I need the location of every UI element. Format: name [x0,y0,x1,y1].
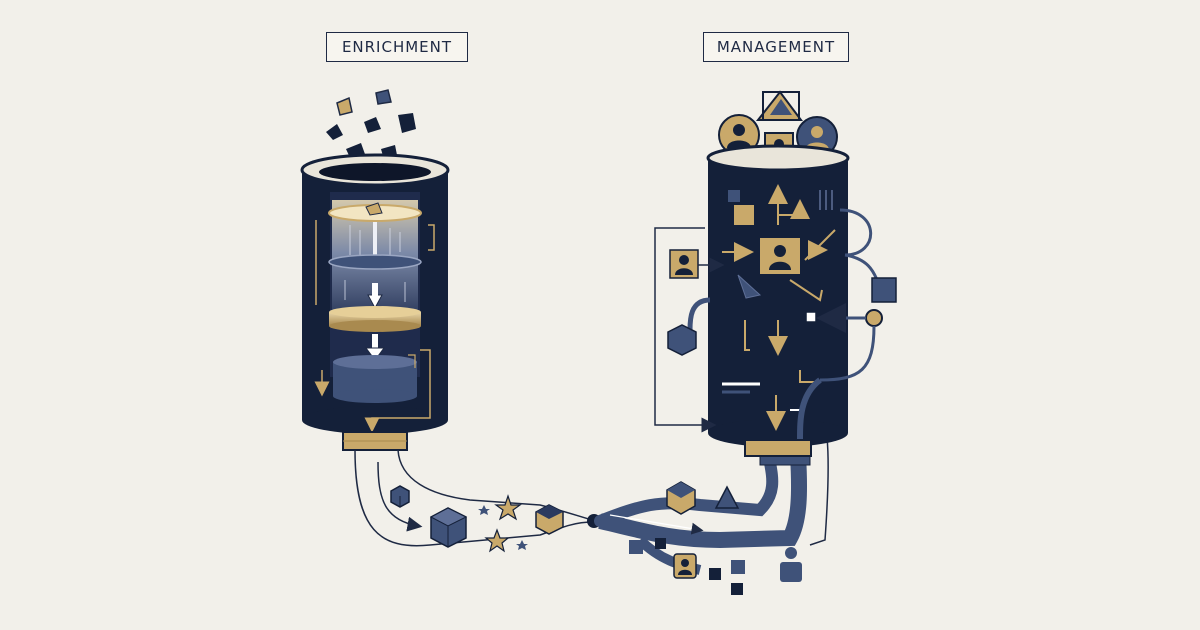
return-arrow-icon [654,227,717,433]
enrichment-label: ENRICHMENT [326,32,468,62]
star-icon [494,494,522,521]
management-cylinder [654,90,897,457]
input-stream [594,399,829,595]
person-icon [760,238,800,274]
output-pipe [354,449,593,553]
star-icon [516,540,528,550]
square-token [731,560,745,574]
falling-shards-icon [326,89,416,163]
square-token [655,538,666,549]
cube-icon [429,507,468,548]
person-icon [673,553,697,579]
square-token [709,568,721,580]
star-icon [478,505,490,515]
square-token [629,540,643,554]
star-icon [484,528,510,553]
cube-icon [390,485,410,508]
cube-icon [535,504,564,535]
enrichment-cylinder [300,153,450,451]
person-icon [780,547,802,582]
management-label: MANAGEMENT [703,32,849,62]
triangle-icon [714,485,740,509]
square-token [731,583,743,595]
cube-icon [666,481,696,515]
